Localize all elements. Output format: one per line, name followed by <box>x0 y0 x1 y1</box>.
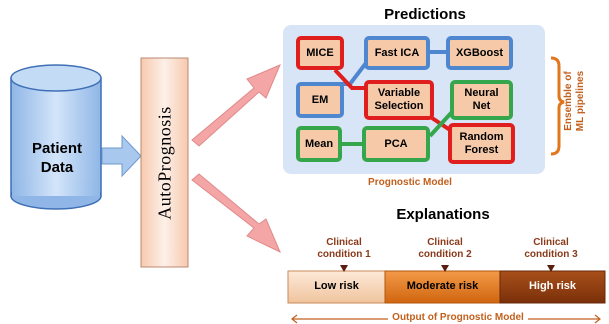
ensemble-brace <box>550 56 565 156</box>
model-mean: Mean <box>296 126 342 162</box>
model-em: EM <box>296 82 344 118</box>
prognostic-model-caption: Prognostic Model <box>368 177 452 188</box>
pipeline-connectors <box>333 50 454 146</box>
patient-data-cylinder <box>10 64 102 210</box>
autoprognosis-box-shape <box>140 57 189 268</box>
input-arrow <box>101 134 142 178</box>
predictions-arrow <box>191 64 281 147</box>
risk-high-shape <box>499 270 606 304</box>
autoprognosis-label: AutoPrognosis <box>154 105 174 220</box>
model-mice: MICE <box>296 36 344 70</box>
risk-low-label: Low risk <box>314 280 359 292</box>
condition-2-label: Clinical condition 2 <box>418 237 472 260</box>
model-pca: PCA <box>362 126 430 162</box>
condition-1-marker <box>340 265 348 272</box>
risk-high-label: High risk <box>528 280 577 292</box>
ensemble-label: Ensemble of ML pipelines <box>563 70 586 132</box>
condition-2-marker <box>441 265 449 272</box>
autoprognosis-box: AutoPrognosis <box>141 58 188 267</box>
model-xgboost: XGBoost <box>446 36 513 70</box>
output-range-arrow <box>291 314 601 324</box>
risk-moderate-label: Moderate risk <box>406 280 479 292</box>
output-label: Output of Prognostic Model <box>392 312 524 323</box>
condition-1-label: Clinical condition 1 <box>317 237 371 260</box>
patient-data-label: Patient Data <box>22 139 92 177</box>
explanations-title: Explanations <box>396 206 490 223</box>
model-fast-ica: Fast ICA <box>364 36 430 70</box>
condition-3-marker <box>547 265 555 272</box>
patient-data-line1: Patient <box>31 140 82 157</box>
patient-data-line2: Data <box>40 159 74 176</box>
predictions-title: Predictions <box>384 6 466 23</box>
condition-3-label: Clinical condition 3 <box>524 237 578 260</box>
explanations-arrow <box>191 173 281 254</box>
risk-low-shape <box>287 270 386 304</box>
